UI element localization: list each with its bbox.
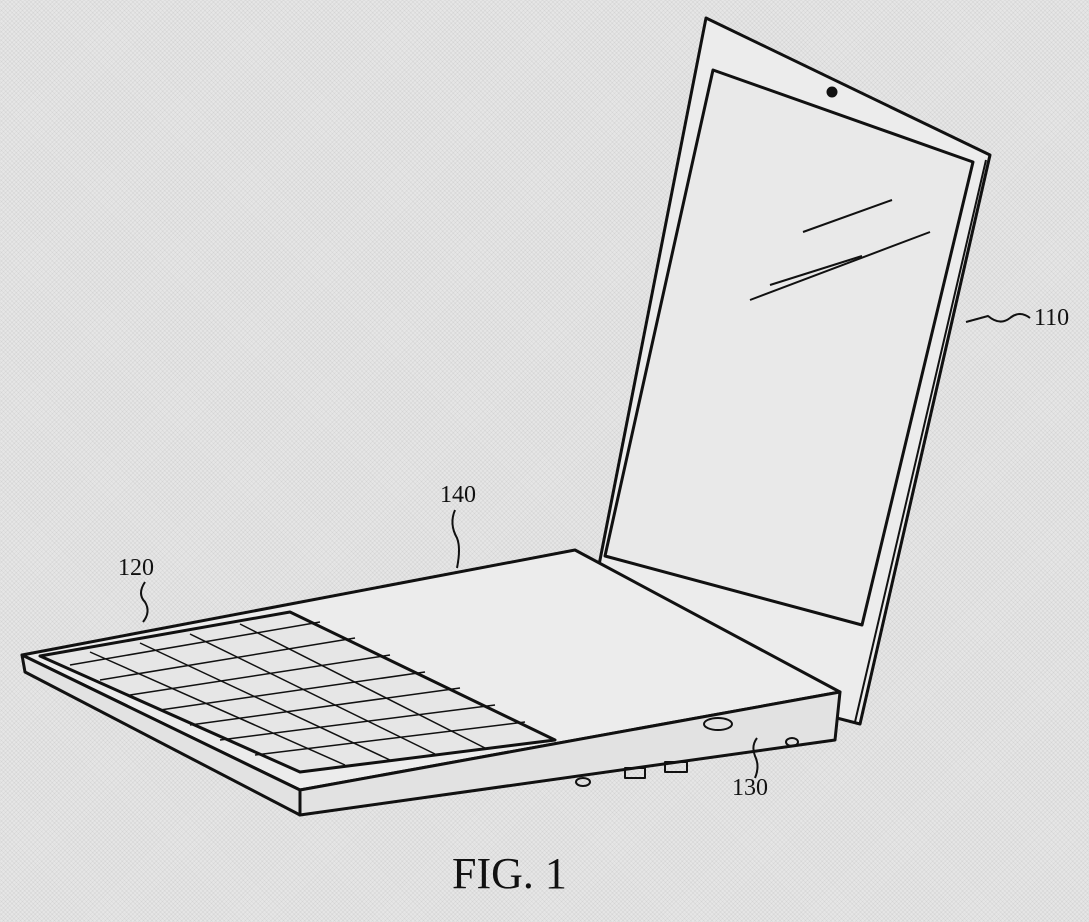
figure-caption: FIG. 1 xyxy=(452,849,567,898)
laptop-base xyxy=(20,548,842,817)
label-110: 110 xyxy=(1034,305,1070,331)
keyboard-area xyxy=(38,610,557,774)
label-120: 120 xyxy=(118,555,154,581)
webcam-icon xyxy=(826,86,838,98)
power-button xyxy=(703,717,733,731)
usb-port xyxy=(624,767,646,779)
label-140: 140 xyxy=(440,482,476,508)
side-port xyxy=(575,777,591,787)
leader-lines xyxy=(140,313,1031,779)
usb-port xyxy=(664,761,688,773)
side-port xyxy=(785,737,799,747)
label-130: 130 xyxy=(732,775,768,801)
laptop-lid xyxy=(580,16,992,726)
